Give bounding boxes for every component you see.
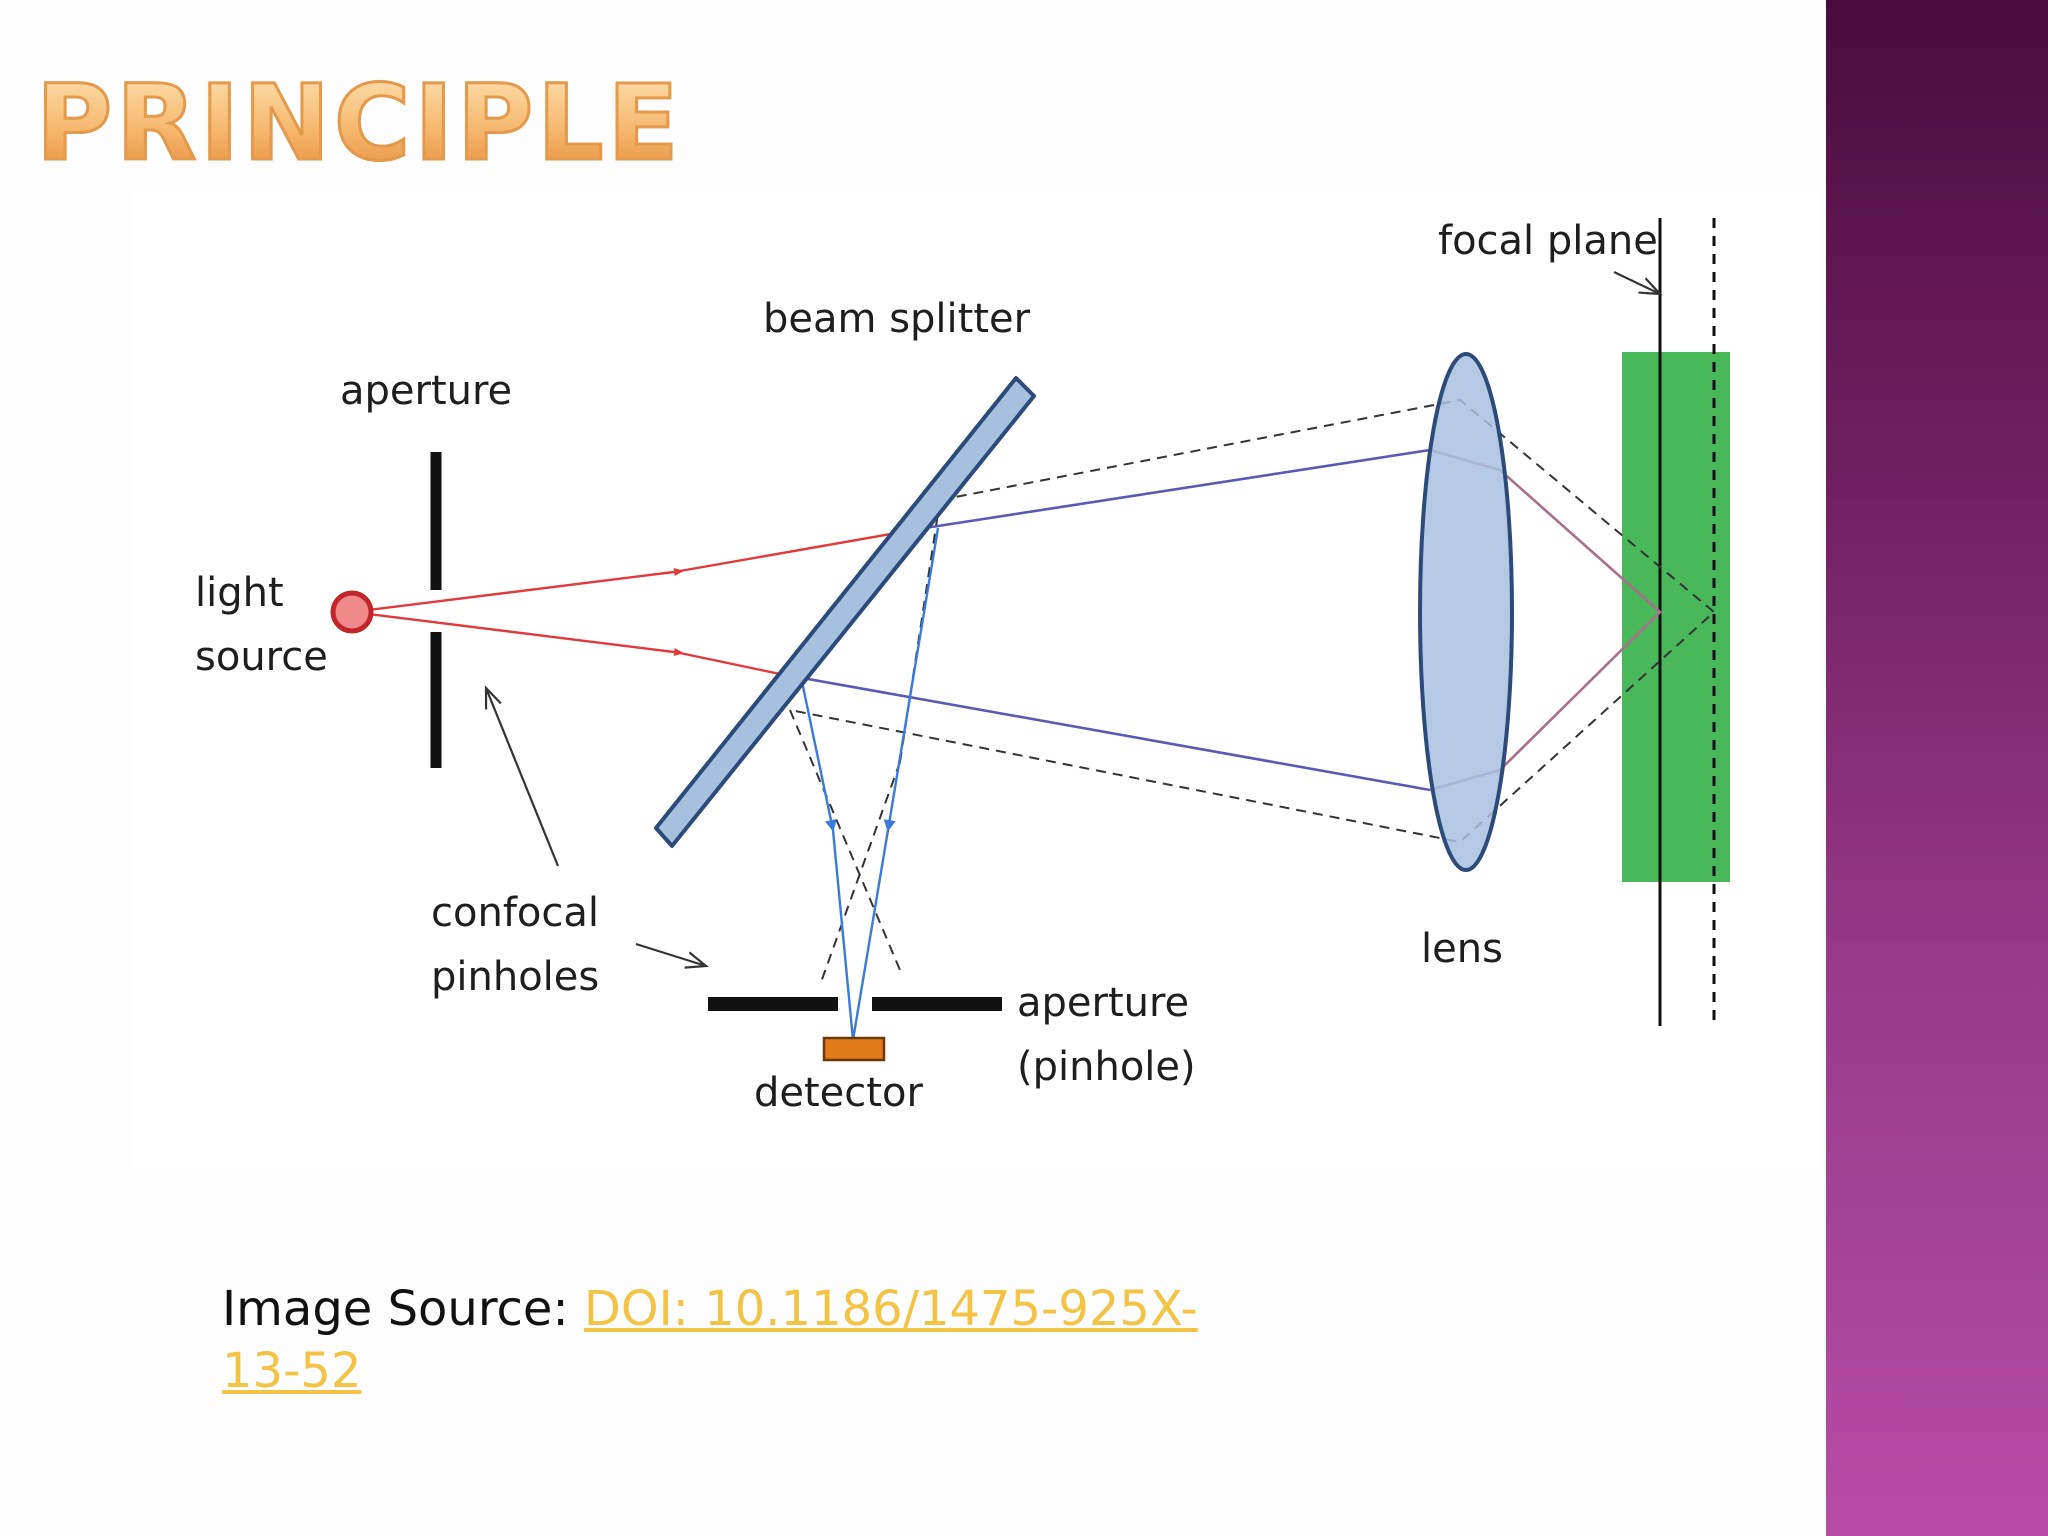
label-detector: detector bbox=[754, 1070, 923, 1116]
confocal-pointer-aperture bbox=[486, 688, 560, 867]
image-source-prefix: Image Source: bbox=[222, 1281, 584, 1337]
label-pinholes: pinholes bbox=[431, 954, 599, 1000]
slide-title: PRINCIPLE bbox=[35, 61, 683, 186]
image-source-caption: Image Source: DOI: 10.1186/1475-925X-13-… bbox=[222, 1278, 1202, 1402]
label-light-source-line1: light bbox=[195, 570, 284, 616]
specimen-block bbox=[1622, 352, 1730, 882]
focal-plane-pointer bbox=[1613, 271, 1660, 294]
return-rays bbox=[779, 448, 1662, 792]
label-confocal: confocal bbox=[431, 890, 599, 936]
doi-link[interactable]: DOI: 10.1186/1475-925X-13-52 bbox=[222, 1281, 1198, 1399]
detector bbox=[822, 1036, 886, 1062]
decorative-sidebar bbox=[1826, 0, 2048, 1536]
label-light-source-line2: source bbox=[195, 634, 328, 680]
detector-rays bbox=[798, 527, 940, 1041]
confocal-pointer-detector bbox=[635, 942, 706, 966]
label-aperture-pinhole: aperture bbox=[1017, 980, 1189, 1026]
label-lens: lens bbox=[1421, 926, 1503, 972]
beam-splitter bbox=[654, 376, 1036, 848]
out-of-focus-rays bbox=[789, 398, 1716, 986]
label-aperture: aperture bbox=[340, 368, 512, 414]
light-source bbox=[330, 590, 374, 634]
illumination-rays bbox=[351, 526, 926, 676]
lens bbox=[1418, 352, 1514, 872]
label-focal-plane: focal plane bbox=[1438, 218, 1658, 264]
label-pinhole: (pinhole) bbox=[1017, 1044, 1196, 1090]
label-beam-splitter: beam splitter bbox=[763, 296, 1031, 342]
